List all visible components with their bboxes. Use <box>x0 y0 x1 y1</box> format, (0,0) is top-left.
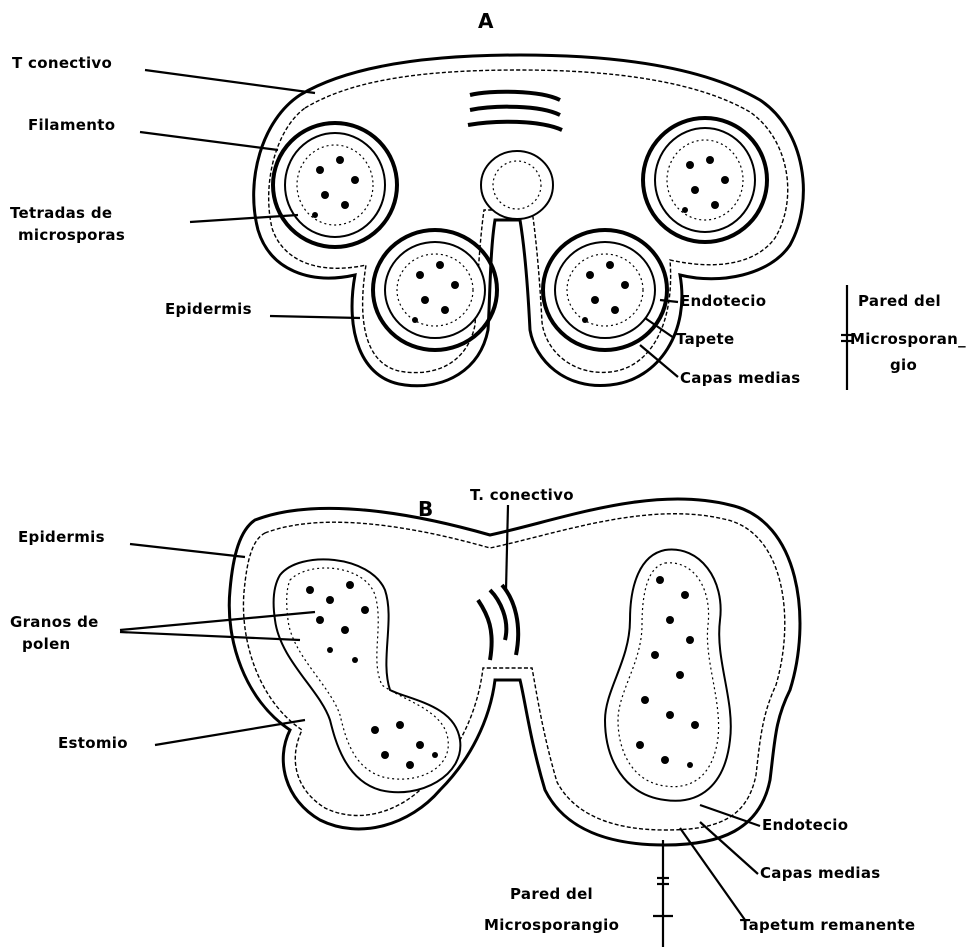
label-b-capas-medias: Capas medias <box>760 864 880 882</box>
label-b-tapetum: Tapetum remanente <box>740 916 915 934</box>
label-b-t-conectivo: T. conectivo <box>470 486 574 504</box>
leader-b-epidermis <box>130 544 245 557</box>
label-b-granos-1: Granos de <box>10 613 99 631</box>
microsporangium-a-lower-left <box>373 230 497 350</box>
label-a-pared-1: Pared del <box>858 292 941 310</box>
microsporangium-a-upper-right <box>643 118 767 242</box>
label-a-t-conectivo: T conectivo <box>12 54 112 72</box>
panel-a: A <box>10 9 966 390</box>
filament-bundle <box>481 151 553 219</box>
label-a-capas-medias: Capas medias <box>680 369 800 387</box>
label-b-estomio: Estomio <box>58 734 128 752</box>
label-a-epidermis: Epidermis <box>165 300 252 318</box>
label-b-granos-2: polen <box>22 635 71 653</box>
label-b-endotecio: Endotecio <box>762 816 848 834</box>
label-a-pared-3: gio <box>890 356 917 374</box>
leader-b-tapetum <box>680 828 745 920</box>
label-b-pared-2: Microsporangio <box>484 916 619 934</box>
leader-a-t-conectivo <box>145 70 315 93</box>
label-a-tetradas-1: Tetradas de <box>10 204 112 222</box>
panel-b: B <box>10 486 915 947</box>
label-a-endotecio: Endotecio <box>680 292 766 310</box>
anther-b-drawing <box>229 499 800 845</box>
label-a-tetradas-2: microsporas <box>18 226 125 244</box>
panel-a-letter: A <box>478 9 494 33</box>
label-b-pared-1: Pared del <box>510 885 593 903</box>
leader-b-estomio <box>155 720 305 745</box>
microsporangium-a-lower-right <box>543 230 667 350</box>
leader-a-filamento <box>140 132 278 150</box>
label-a-filamento: Filamento <box>28 116 115 134</box>
label-a-pared-2: Microsporan_ <box>850 330 966 348</box>
label-a-tapete: Tapete <box>676 330 734 348</box>
leader-a-epidermis <box>270 316 360 318</box>
label-b-epidermis: Epidermis <box>18 528 105 546</box>
microsporangium-a-upper-left <box>273 123 397 247</box>
